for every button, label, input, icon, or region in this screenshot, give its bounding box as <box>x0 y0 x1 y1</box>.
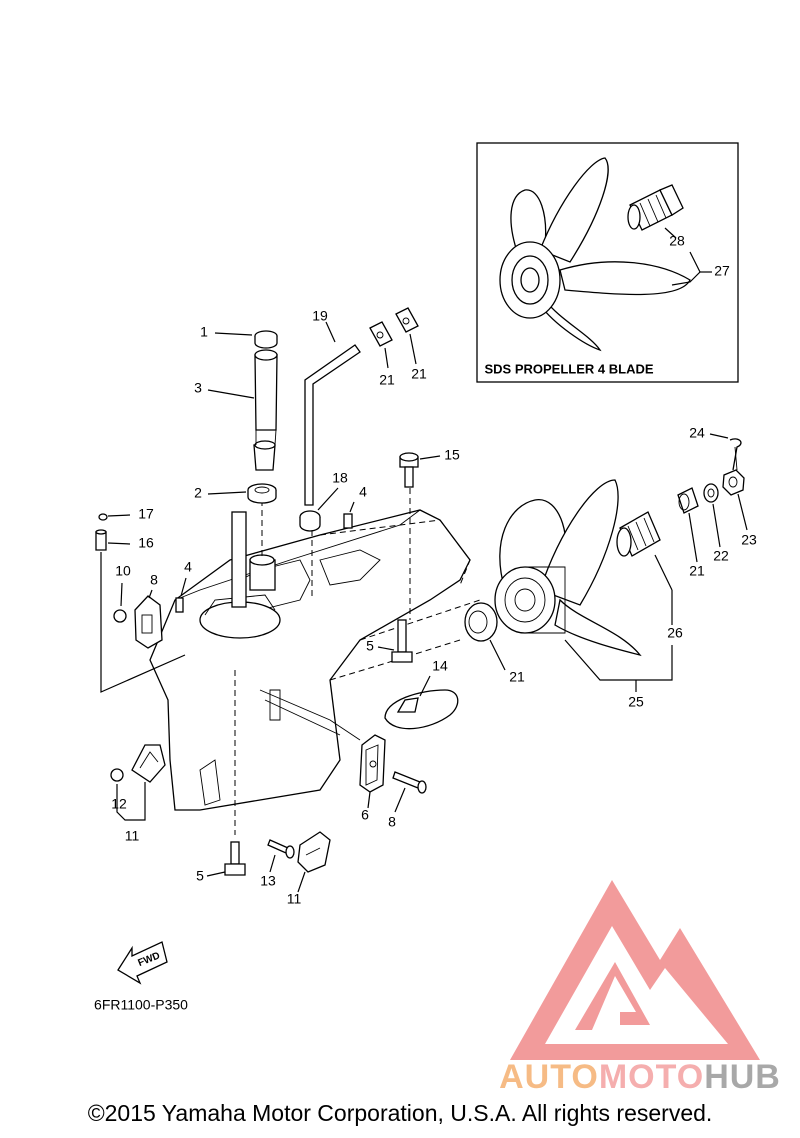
sds-propeller-inset: 28 27 SDS PROPELLER 4 BLADE <box>476 142 739 383</box>
fittings-17-18: 17 16 <box>95 506 186 693</box>
callout-12: 11 <box>125 828 140 844</box>
bolt-6: 5 <box>366 619 413 663</box>
callout-22: 21 <box>509 669 525 685</box>
callout-11: 11 <box>287 891 302 907</box>
automotohub-logo: AUTOMOTOHUB <box>499 880 781 1096</box>
bolts-5-14-cover-11: 5 13 11 <box>196 831 331 907</box>
callout-4a: 4 <box>359 484 367 500</box>
callout-24: 22 <box>713 548 729 564</box>
bolts-pins: 15 4 4 <box>175 447 460 613</box>
callout-1: 1 <box>200 324 208 340</box>
callout-25: 23 <box>741 532 757 548</box>
fwd-arrow: FWD <box>117 941 168 985</box>
svg-text:AUTOMOTOHUB: AUTOMOTOHUB <box>499 1058 781 1096</box>
callout-2: 2 <box>194 485 202 501</box>
callout-16: 15 <box>444 447 460 463</box>
callout-7: 6 <box>361 807 369 823</box>
callout-26: 24 <box>689 425 705 441</box>
callout-30: 28 <box>669 233 685 249</box>
callout-23: 21 <box>689 563 705 579</box>
callout-3: 3 <box>194 380 202 396</box>
water-tube-assembly: 1 3 2 <box>194 324 278 504</box>
callout-15: 14 <box>432 658 448 674</box>
inset-title: SDS PROPELLER 4 BLADE <box>484 361 653 376</box>
callout-21b: 21 <box>411 366 427 382</box>
callout-14: 13 <box>260 873 276 889</box>
brand-auto: AUTO <box>499 1058 599 1096</box>
brand-hub: HUB <box>704 1058 781 1096</box>
callout-29: 27 <box>714 263 730 279</box>
pipe-assembly: 19 18 <box>299 308 361 532</box>
callout-5: 5 <box>196 868 204 884</box>
callout-28: 26 <box>667 625 683 641</box>
clips-21: 21 21 <box>369 307 427 388</box>
copyright-footer: ©2015 Yamaha Motor Corporation, U.S.A. A… <box>87 1100 713 1126</box>
hidden-lines <box>234 488 481 835</box>
plate-7-screw-9: 6 8 <box>359 734 427 830</box>
propeller-assembly: 21 21 22 23 24 <box>464 425 757 710</box>
callout-18: 17 <box>138 506 154 522</box>
callout-19: 18 <box>332 470 348 486</box>
callout-6: 5 <box>366 638 374 654</box>
callout-4b: 4 <box>184 559 192 575</box>
callout-13: 12 <box>111 796 127 812</box>
callout-20: 19 <box>312 308 328 324</box>
callout-8: 8 <box>150 572 158 588</box>
bracket-8-10: 10 8 <box>113 563 163 649</box>
callout-27: 25 <box>628 694 644 710</box>
callout-17: 16 <box>138 535 154 551</box>
callout-21a: 21 <box>379 372 395 388</box>
callout-9: 8 <box>388 814 396 830</box>
trim-tab-12-13: 12 11 <box>110 744 166 844</box>
callout-10: 10 <box>115 563 131 579</box>
diagram-code: 6FR1100-P350 <box>94 997 188 1013</box>
lower-casing <box>149 509 471 811</box>
anode-15: 14 <box>384 658 459 730</box>
brand-moto: MOTO <box>599 1058 704 1096</box>
